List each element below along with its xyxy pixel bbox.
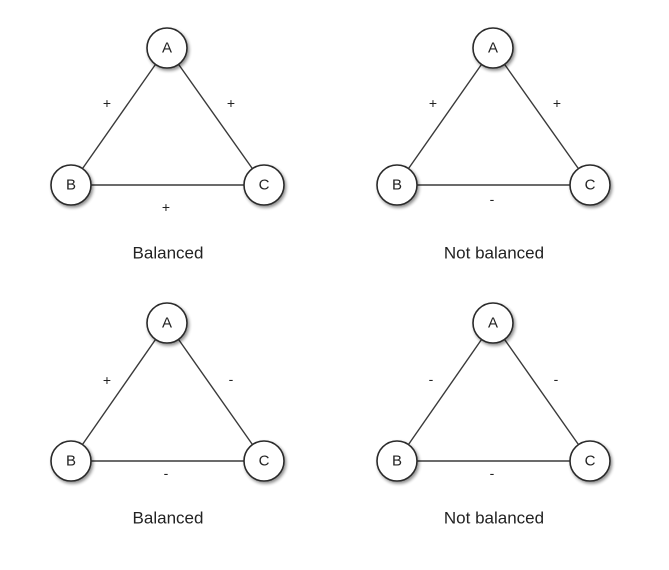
diagram-caption: Not balanced	[444, 509, 544, 528]
node-b-label: B	[66, 177, 76, 194]
triangle-diagram-2: + + - A B C Not balanced	[376, 27, 611, 263]
node-c-label: C	[585, 453, 596, 470]
diagram-caption: Balanced	[133, 509, 204, 528]
node-a: A	[472, 302, 514, 344]
node-c: C	[243, 440, 285, 482]
sign-b-c: -	[490, 465, 495, 481]
edge-a-b	[70, 47, 168, 186]
node-a-label: A	[488, 40, 498, 57]
sign-a-b: +	[103, 95, 111, 111]
sign-a-c: -	[229, 371, 234, 387]
node-a: A	[146, 302, 188, 344]
diagram-caption: Balanced	[133, 244, 204, 263]
triangle-diagram-1: + + + A B C Balanced	[50, 27, 285, 263]
node-c: C	[569, 164, 611, 206]
node-b: B	[50, 164, 92, 206]
sign-b-c: -	[490, 191, 495, 207]
sign-a-b: +	[429, 95, 437, 111]
node-c-label: C	[259, 177, 270, 194]
node-b: B	[376, 440, 418, 482]
edge-a-b	[396, 322, 494, 462]
edge-a-b	[70, 322, 168, 462]
node-a: A	[472, 27, 514, 69]
node-b-label: B	[392, 177, 402, 194]
node-c-label: C	[585, 177, 596, 194]
edge-a-c	[492, 47, 591, 186]
sign-b-c: +	[162, 199, 170, 215]
node-b-label: B	[66, 453, 76, 470]
edge-a-c	[492, 322, 591, 462]
diagram-caption: Not balanced	[444, 244, 544, 263]
sign-a-b: -	[429, 371, 434, 387]
node-a-label: A	[162, 40, 172, 57]
node-b: B	[376, 164, 418, 206]
sign-a-c: -	[554, 371, 559, 387]
node-a-label: A	[162, 315, 172, 332]
node-b: B	[50, 440, 92, 482]
node-c: C	[569, 440, 611, 482]
sign-a-b: +	[103, 372, 111, 388]
triangle-diagram-3: + - - A B C Balanced	[50, 302, 285, 528]
node-c-label: C	[259, 453, 270, 470]
edge-a-c	[166, 47, 265, 186]
triangle-diagram-4: - - - A B C Not balanced	[376, 302, 611, 528]
node-c: C	[243, 164, 285, 206]
edge-a-b	[396, 47, 494, 186]
node-a: A	[146, 27, 188, 69]
node-b-label: B	[392, 453, 402, 470]
edge-a-c	[166, 322, 265, 462]
sign-a-c: +	[553, 95, 561, 111]
sign-b-c: -	[164, 465, 169, 481]
node-a-label: A	[488, 315, 498, 332]
sign-a-c: +	[227, 95, 235, 111]
